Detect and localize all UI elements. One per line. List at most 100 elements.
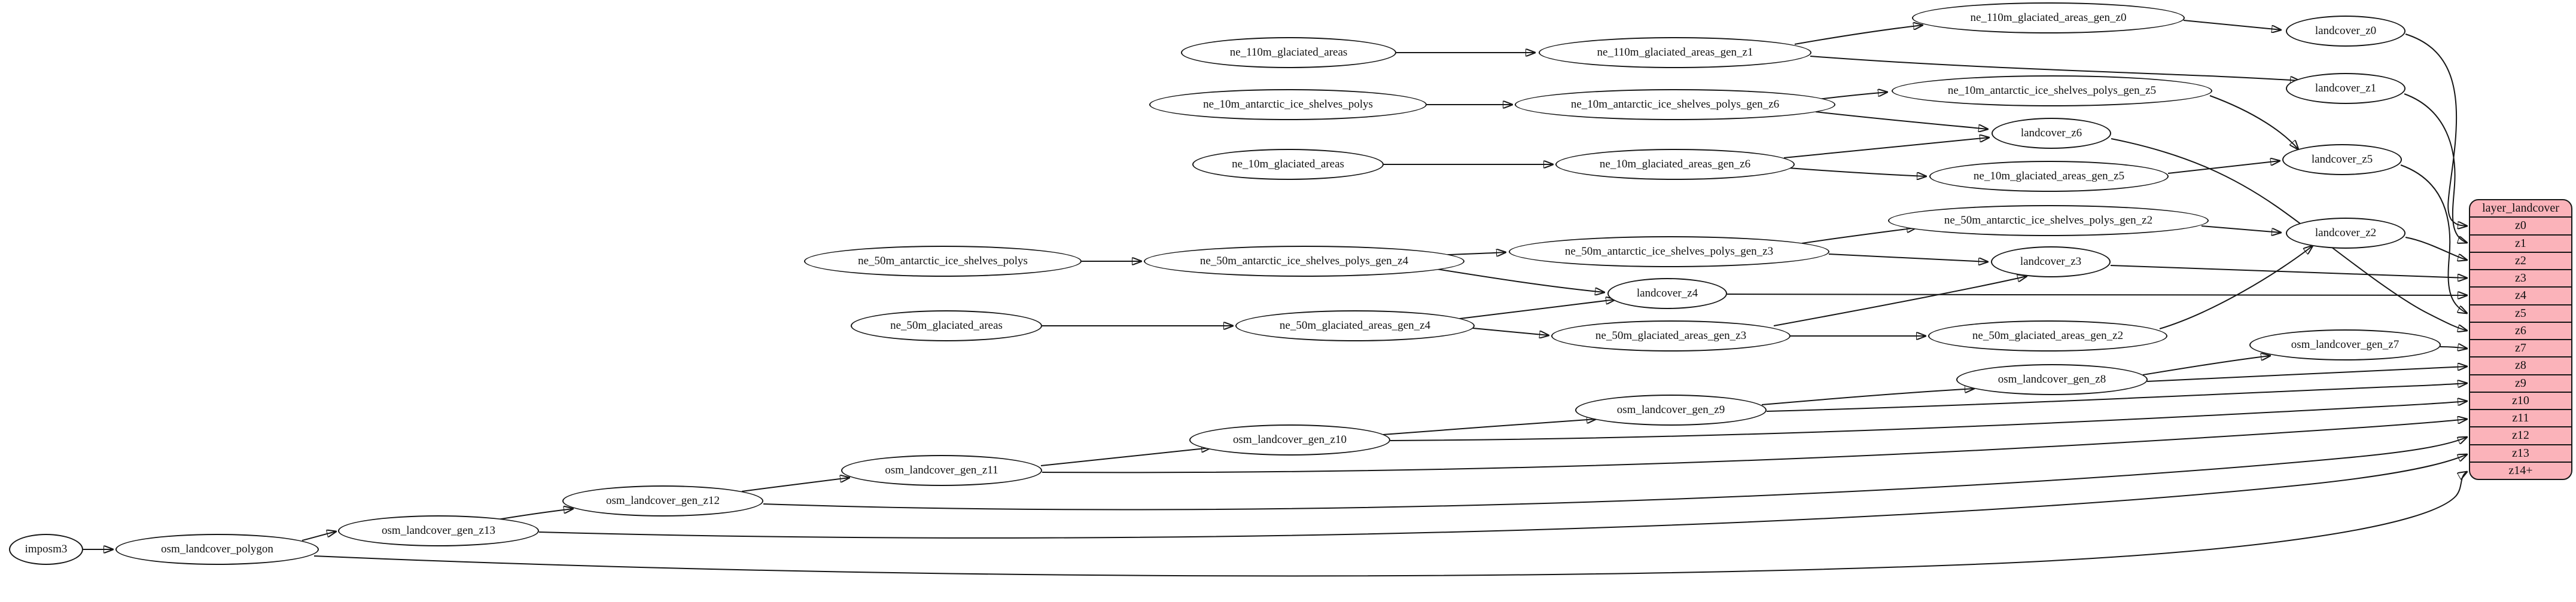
node-ne110m-glaciated-areas: ne_110m_glaciated_areas — [1181, 37, 1396, 68]
node-ne50m-glaciated-areas: ne_50m_glaciated_areas — [851, 310, 1042, 341]
node-landcover-z2: landcover_z2 — [2286, 218, 2406, 249]
edge-ne50mpolysgenz2-to-landcoverz2 — [2201, 225, 2281, 233]
node-label: ne_110m_glaciated_areas_gen_z1 — [1597, 46, 1753, 59]
edge-ne50mglacgenz3-to-landcoverz3 — [1773, 276, 2027, 326]
node-label: ne_50m_antarctic_ice_shelves_polys_gen_z… — [1199, 255, 1409, 267]
edge-polygon-to-genz13 — [302, 531, 336, 541]
node-ne50m-antarctic-ice-shelves-polys-gen-z2: ne_50m_antarctic_ice_shelves_polys_gen_z… — [1888, 205, 2209, 236]
node-ne10m-antarctic-ice-shelves-polys-gen-z6: ne_10m_antarctic_ice_shelves_polys_gen_z… — [1515, 89, 1835, 120]
record-row-z5: z5 — [2470, 304, 2571, 322]
node-ne10m-glaciated-areas-gen-z6: ne_10m_glaciated_areas_gen_z6 — [1555, 149, 1795, 180]
node-osm-landcover-polygon: osm_landcover_polygon — [115, 534, 319, 565]
edge-ne10mpolysgenz5-to-landcoverz5 — [2209, 95, 2298, 149]
record-row-z4: z4 — [2470, 286, 2571, 304]
edge-ne50mpolysgenz3-to-landcoverz3 — [1828, 253, 1988, 262]
edge-genz1-to-landcoverz1 — [1810, 56, 2300, 81]
edge-genz8-to-z8 — [2146, 366, 2467, 382]
node-label: ne_50m_glaciated_areas — [890, 319, 1003, 332]
record-row-z1: z1 — [2470, 234, 2571, 252]
node-landcover-z1: landcover_z1 — [2286, 73, 2406, 104]
node-label: ne_10m_glaciated_areas — [1232, 158, 1344, 170]
node-landcover-z0: landcover_z0 — [2286, 16, 2406, 47]
node-imposm3: imposm3 — [9, 534, 83, 565]
edge-ne10mglacgenz6-to-landcoverz6 — [1783, 137, 1989, 158]
node-ne50m-glaciated-areas-gen-z2: ne_50m_glaciated_areas_gen_z2 — [1928, 320, 2167, 352]
edge-genz9-to-z9 — [1766, 383, 2467, 412]
node-ne10m-glaciated-areas-gen-z5: ne_10m_glaciated_areas_gen_z5 — [1929, 161, 2169, 192]
node-label: landcover_z5 — [2311, 153, 2373, 166]
node-osm-landcover-gen-z11: osm_landcover_gen_z11 — [841, 455, 1042, 486]
edge-genz12-to-z12 — [763, 437, 2467, 511]
edge-genz8-to-genz7 — [2142, 356, 2270, 375]
node-label: landcover_z3 — [2020, 255, 2082, 268]
node-label: ne_50m_antarctic_ice_shelves_polys — [858, 255, 1028, 267]
node-label: ne_110m_glaciated_areas — [1229, 46, 1348, 59]
node-label: ne_50m_glaciated_areas_gen_z4 — [1279, 319, 1431, 332]
edge-genz10-to-z10 — [1390, 401, 2467, 441]
record-row-z0: z0 — [2470, 216, 2571, 234]
node-label: osm_landcover_gen_z9 — [1616, 404, 1725, 416]
edge-genz13-to-z13 — [538, 454, 2467, 539]
node-osm-landcover-gen-z12: osm_landcover_gen_z12 — [562, 485, 763, 517]
edge-genz12-to-genz11 — [741, 478, 849, 492]
edge-ne50mpolysgenz3-to-genz2 — [1801, 228, 1916, 244]
node-label: ne_50m_antarctic_ice_shelves_polys_gen_z… — [1944, 214, 2153, 227]
node-osm-landcover-gen-z8: osm_landcover_gen_z8 — [1956, 364, 2148, 395]
edge-genz10-to-genz9 — [1383, 419, 1596, 435]
node-label: ne_10m_glaciated_areas_gen_z5 — [1973, 170, 2125, 182]
record-row-z10: z10 — [2470, 391, 2571, 409]
edge-ne10mglacgenz6-to-genz5 — [1788, 167, 1926, 176]
node-ne50m-glaciated-areas-gen-z3: ne_50m_glaciated_areas_gen_z3 — [1551, 320, 1791, 352]
node-label: ne_50m_antarctic_ice_shelves_polys_gen_z… — [1564, 245, 1774, 258]
edge-landcoverz3-to-z3 — [2110, 265, 2467, 278]
node-osm-landcover-gen-z9: osm_landcover_gen_z9 — [1575, 395, 1767, 426]
node-label: osm_landcover_gen_z11 — [885, 464, 998, 476]
node-ne50m-antarctic-ice-shelves-polys-gen-z3: ne_50m_antarctic_ice_shelves_polys_gen_z… — [1509, 236, 1829, 267]
node-osm-landcover-gen-z13: osm_landcover_gen_z13 — [338, 515, 539, 546]
node-ne10m-antarctic-ice-shelves-polys: ne_10m_antarctic_ice_shelves_polys — [1149, 89, 1427, 120]
edge-landcoverz1-to-z1 — [2404, 93, 2467, 243]
node-label: osm_landcover_gen_z12 — [606, 494, 720, 507]
record-layer-landcover: layer_landcover z0 z1 z2 z3 z4 z5 z6 z7 … — [2469, 199, 2572, 480]
edge-genz13-to-genz12 — [497, 509, 573, 520]
edge-genz9-to-genz8 — [1761, 389, 1974, 405]
record-row-z11: z11 — [2470, 409, 2571, 426]
node-osm-landcover-gen-z7: osm_landcover_gen_z7 — [2249, 329, 2441, 360]
edge-ne50mpolysgenz4-to-landcoverz4 — [1432, 268, 1604, 292]
edge-ne10mglacgenz5-to-landcoverz5 — [2167, 161, 2280, 174]
edge-ne50mglacgenz2-to-landcoverz2 — [2159, 246, 2313, 329]
node-ne50m-glaciated-areas-gen-z4: ne_50m_glaciated_areas_gen_z4 — [1235, 310, 1475, 341]
node-label: ne_10m_antarctic_ice_shelves_polys_gen_z… — [1570, 98, 1780, 111]
node-label: imposm3 — [25, 543, 68, 555]
node-label: ne_50m_glaciated_areas_gen_z3 — [1595, 329, 1747, 342]
node-ne110m-glaciated-areas-gen-z1: ne_110m_glaciated_areas_gen_z1 — [1539, 37, 1811, 68]
node-landcover-z6: landcover_z6 — [1992, 118, 2111, 149]
node-landcover-z3: landcover_z3 — [1991, 246, 2111, 277]
node-osm-landcover-gen-z10: osm_landcover_gen_z10 — [1189, 424, 1390, 456]
edge-landcoverz0-to-z0 — [2405, 33, 2467, 226]
edge-landcoverz5-to-z5 — [2400, 164, 2467, 313]
node-label: ne_50m_glaciated_areas_gen_z2 — [1972, 329, 2124, 342]
node-ne10m-antarctic-ice-shelves-polys-gen-z5: ne_10m_antarctic_ice_shelves_polys_gen_z… — [1892, 75, 2212, 106]
edge-ne50mglacgenz4-to-genz3 — [1472, 328, 1549, 335]
edge-genz0-to-landcoverz0 — [2183, 20, 2281, 30]
edge-landcoverz2-to-z2 — [2405, 237, 2467, 260]
edge-genz11-to-genz10 — [1040, 448, 1211, 466]
node-label: landcover_z2 — [2315, 227, 2377, 239]
node-ne110m-glaciated-areas-gen-z0: ne_110m_glaciated_areas_gen_z0 — [1912, 2, 2185, 33]
node-label: ne_10m_antarctic_ice_shelves_polys — [1203, 98, 1373, 111]
edge-genz11-to-z11 — [1042, 419, 2467, 473]
node-ne50m-antarctic-ice-shelves-polys: ne_50m_antarctic_ice_shelves_polys — [804, 246, 1082, 277]
node-ne50m-antarctic-ice-shelves-polys-gen-z4: ne_50m_antarctic_ice_shelves_polys_gen_z… — [1144, 246, 1464, 277]
record-row-z6: z6 — [2470, 321, 2571, 339]
node-label: osm_landcover_polygon — [161, 543, 273, 555]
node-label: landcover_z0 — [2315, 25, 2377, 37]
node-label: ne_10m_glaciated_areas_gen_z6 — [1599, 158, 1751, 170]
edge-genz1-to-genz0 — [1794, 25, 1923, 45]
node-label: osm_landcover_gen_z7 — [2291, 338, 2400, 351]
record-row-z7: z7 — [2470, 339, 2571, 356]
edge-polygon-to-z14 — [313, 472, 2467, 577]
edge-landcoverz4-to-z4 — [1727, 294, 2467, 295]
